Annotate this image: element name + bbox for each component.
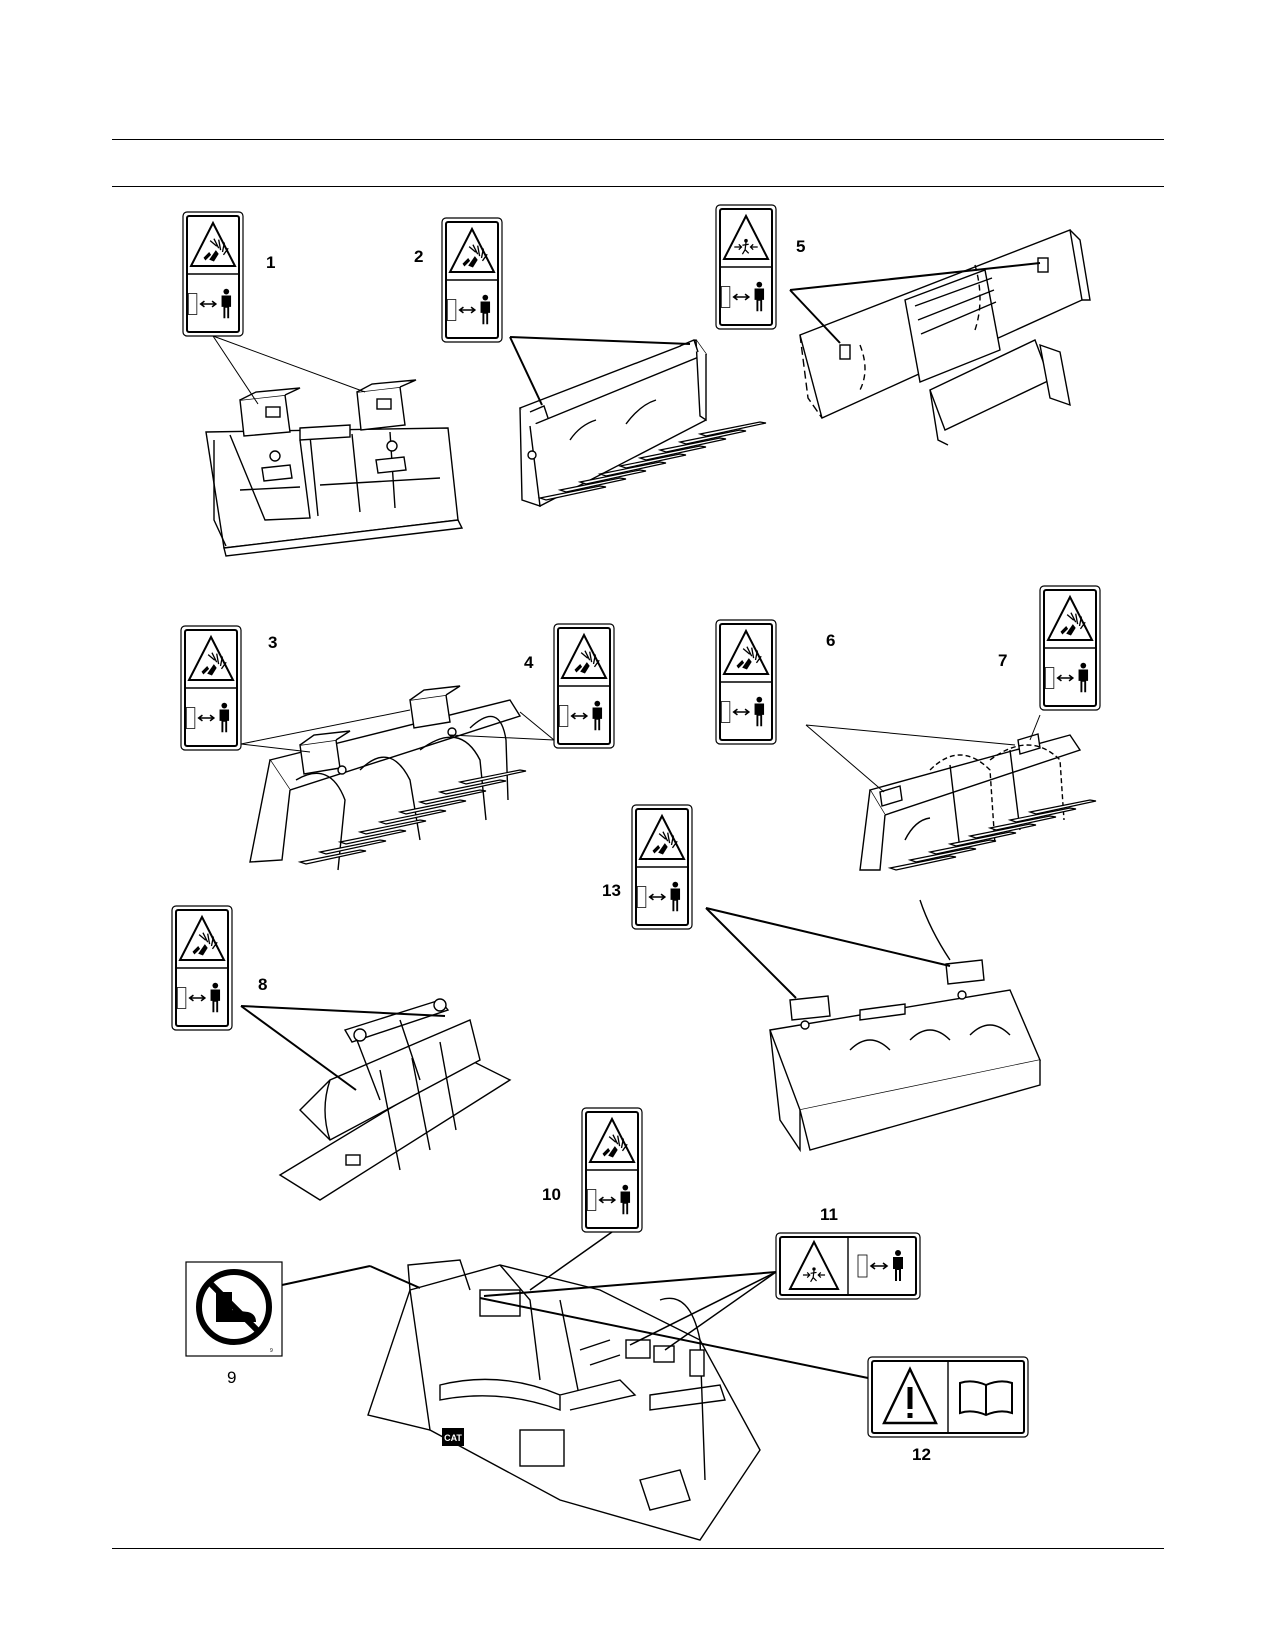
warning-decal-4 <box>554 624 614 748</box>
no-step-decal-9: 9 <box>185 1261 283 1357</box>
callout-6: 6 <box>826 631 835 650</box>
callout-8: 8 <box>258 975 267 994</box>
callout-5: 5 <box>796 237 805 256</box>
callout-2: 2 <box>414 247 423 266</box>
warning-decal-8 <box>172 906 232 1030</box>
warning-decal-2 <box>442 218 502 342</box>
callout-11: 11 <box>820 1205 838 1224</box>
warning-decal-10 <box>582 1108 642 1232</box>
manual-decal-12 <box>867 1356 1029 1438</box>
header-rule-top <box>112 139 1164 140</box>
dozer-blade-assembly <box>367 1259 761 1541</box>
crush-decal-5 <box>716 205 776 329</box>
footer-rule <box>112 1548 1164 1549</box>
warning-decal-1 <box>183 212 243 336</box>
grapple-rake-6-7 <box>859 733 1082 871</box>
warning-decal-6 <box>716 620 776 744</box>
crush-decal-11 <box>776 1233 920 1299</box>
grapple-bucket-13 <box>769 899 1041 1153</box>
warning-decal-3 <box>181 626 241 750</box>
callout-3: 3 <box>268 633 277 652</box>
manure-fork-2 <box>518 339 708 508</box>
svg-text:9: 9 <box>270 1348 273 1354</box>
grapple-bucket-8 <box>278 998 512 1201</box>
callout-12: 12 <box>912 1445 931 1464</box>
root-grapple-3-4 <box>249 685 522 871</box>
grapple-bucket-1 <box>205 379 464 557</box>
callout-7: 7 <box>998 651 1007 670</box>
callout-10: 10 <box>542 1185 561 1204</box>
callout-13: 13 <box>602 881 621 900</box>
callout-1: 1 <box>266 253 275 272</box>
callout-9: 9 <box>227 1368 236 1387</box>
header-rule-bottom <box>112 186 1164 187</box>
warning-decal-7 <box>1040 586 1100 710</box>
svg-text:CAT: CAT <box>444 1433 462 1443</box>
callout-4: 4 <box>524 653 534 672</box>
angle-blade-5 <box>799 229 1091 446</box>
cat-logo: CAT <box>442 1428 464 1446</box>
warning-decal-13 <box>632 805 692 929</box>
